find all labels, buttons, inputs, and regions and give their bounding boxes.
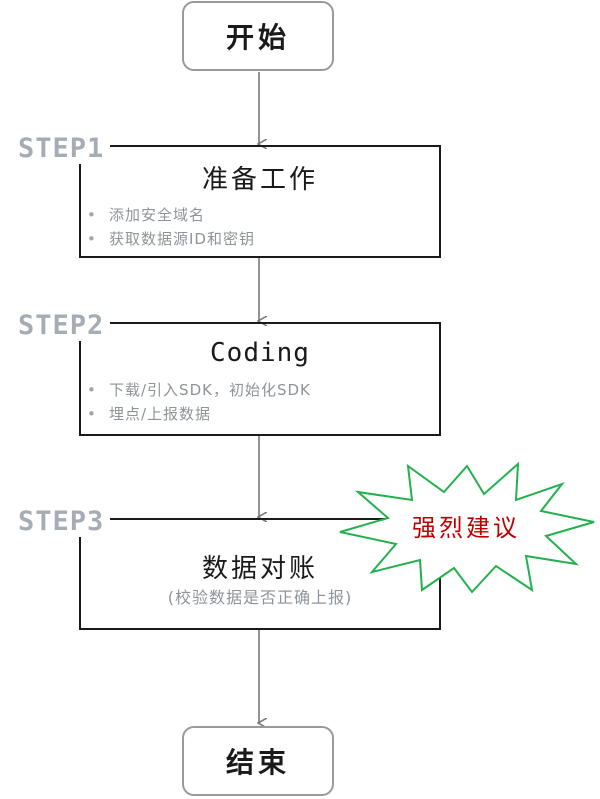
step2-box: Coding • 下载/引入SDK，初始化SDK • 埋点/上报数据 xyxy=(79,322,441,436)
bullet-icon: • xyxy=(87,381,97,399)
step2-item-text: 埋点/上报数据 xyxy=(109,405,212,423)
bullet-icon: • xyxy=(87,206,97,224)
bullet-icon: • xyxy=(87,405,97,423)
starburst-callout: 强烈建议 xyxy=(339,461,595,594)
step1-item-text: 获取数据源ID和密钥 xyxy=(109,230,255,248)
list-item: • 获取数据源ID和密钥 xyxy=(87,227,255,251)
step1-title: 准备工作 xyxy=(201,165,318,195)
step3-title: 数据对账 xyxy=(201,554,318,584)
step2-item-text: 下载/引入SDK，初始化SDK xyxy=(109,381,311,399)
callout-text: 强烈建议 xyxy=(412,514,520,542)
step2-title: Coding xyxy=(210,338,310,368)
step3-label: STEP3 xyxy=(18,507,111,537)
bullet-icon: • xyxy=(87,230,97,248)
step1-items: • 添加安全域名 • 获取数据源ID和密钥 xyxy=(87,203,255,251)
start-node: 开始 xyxy=(182,1,334,71)
step1-item-text: 添加安全域名 xyxy=(109,206,206,224)
list-item: • 埋点/上报数据 xyxy=(87,402,311,426)
step2-label: STEP2 xyxy=(18,311,111,341)
step1-label: STEP1 xyxy=(18,134,111,164)
list-item: • 下载/引入SDK，初始化SDK xyxy=(87,378,311,402)
step3-note: (校验数据是否正确上报) xyxy=(167,588,353,607)
starburst-icon xyxy=(339,461,595,594)
list-item: • 添加安全域名 xyxy=(87,203,255,227)
step2-items: • 下载/引入SDK，初始化SDK • 埋点/上报数据 xyxy=(87,378,311,426)
end-node: 结束 xyxy=(182,726,334,796)
end-label: 结束 xyxy=(225,746,290,779)
step1-box: 准备工作 • 添加安全域名 • 获取数据源ID和密钥 xyxy=(79,145,441,258)
start-label: 开始 xyxy=(225,21,290,54)
